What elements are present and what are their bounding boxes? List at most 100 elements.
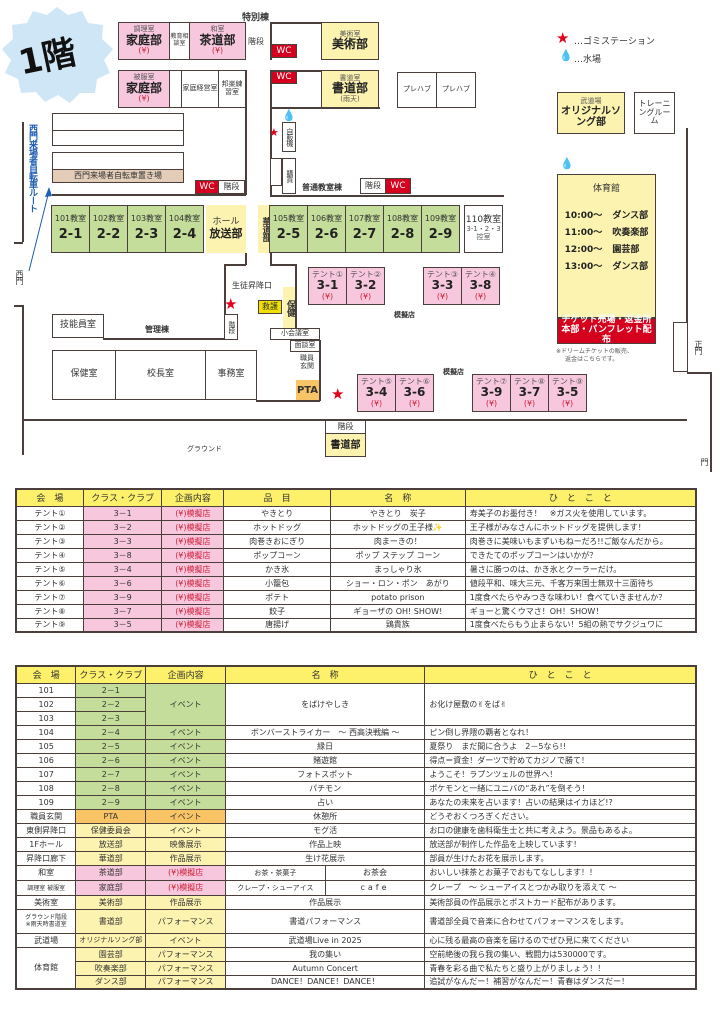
ticket-note-2: 返金はこちらです。 bbox=[565, 356, 619, 363]
table1-cell: ショー・ロン・ポン あがり bbox=[329, 575, 466, 591]
classroom-class: 2-9 bbox=[428, 227, 453, 243]
table2-row: 1Fホール放送部映像展示作品上映放送部が制作した作品を上映しています！ bbox=[15, 836, 697, 852]
gym-time: 11:00〜 bbox=[564, 227, 603, 238]
table2-header: クラス・クラブ bbox=[75, 665, 147, 684]
gym-slot: 11:00〜吹奏楽部 bbox=[564, 227, 649, 239]
table1-cell: テント⑥ bbox=[15, 575, 84, 591]
table2-venue: 体育館 bbox=[15, 946, 77, 990]
classroom-class: 2-7 bbox=[352, 227, 377, 243]
kado-area: 華道部 bbox=[258, 205, 271, 253]
mogiten-label-2: 模擬店 bbox=[443, 368, 464, 376]
stairs-futsu: 階段 bbox=[360, 178, 386, 194]
stairs-kanri: 階段 bbox=[224, 314, 238, 340]
table2-cell: 賭遊館 bbox=[224, 752, 426, 768]
venue-note: ※雨天時書道室 bbox=[25, 921, 67, 928]
bike-area bbox=[52, 130, 184, 146]
table2-cell: 2－7 bbox=[75, 766, 147, 782]
stairs-west: 階段 bbox=[218, 180, 245, 194]
water-drop-icon: 💧 bbox=[560, 157, 574, 170]
tent-class: 3-5 bbox=[556, 385, 579, 400]
room-shokaigi: 小会議室 bbox=[270, 328, 320, 340]
table1-cell: 寿美子のお墨付き！ ※ガス火を使用しています。 bbox=[464, 505, 697, 521]
bike-area bbox=[52, 152, 184, 170]
tent-name: テント④ bbox=[464, 269, 497, 279]
table2-header: 会 場 bbox=[15, 665, 77, 684]
seito-shokoguchi: 生徒昇降口 bbox=[232, 281, 272, 290]
table2-cell: 作品上映 bbox=[224, 836, 426, 852]
table1-cell: 3－3 bbox=[82, 533, 163, 549]
table1-cell: テント③ bbox=[15, 533, 84, 549]
wc-3: WC bbox=[385, 178, 411, 194]
room-jihanki: 自販機 bbox=[282, 122, 296, 152]
water-drop-icon: 💧 bbox=[282, 109, 296, 122]
table1-cell: (¥)模擬店 bbox=[161, 547, 225, 563]
table1-cell: ギョーと驚くウマさ！OH！SHOW！ bbox=[464, 603, 697, 619]
table2-type: イベント bbox=[145, 682, 226, 726]
hall: ホール放送部 bbox=[206, 205, 246, 253]
table1-cell: 1度食べたらやみつきな味わい！食べていきませんか？ bbox=[464, 589, 697, 605]
table2-venue: 102 bbox=[15, 696, 77, 712]
table2-row: 美術室美術部作品展示作品展示美術部員の作品展示とポストカード配布があります。 bbox=[15, 894, 697, 910]
classroom-number: 101教室 bbox=[54, 214, 87, 224]
water-drop-icon: 💧 bbox=[559, 49, 573, 62]
room-hifuku: 被服室家庭部(¥) bbox=[118, 70, 170, 108]
classroom-class: 2-3 bbox=[134, 227, 159, 243]
table2-cell: 吹奏楽部 bbox=[75, 960, 147, 976]
table1-cell: 3－5 bbox=[82, 617, 163, 633]
table1-header: 会 場 bbox=[15, 488, 84, 507]
mogiten-label-1: 模擬店 bbox=[394, 311, 415, 319]
stairs-tokubetsu: 階段 bbox=[248, 37, 264, 46]
table2-cell: あなたの未来を占います！占いの結果はイカほど!? bbox=[424, 794, 697, 810]
table2-cell: ダンス部 bbox=[75, 974, 147, 990]
legend-water: …水場 bbox=[574, 55, 602, 65]
table2-row: グラウンド階段※雨天時書道室書道部パフォーマンス書道パフォーマンス書道部全員で音… bbox=[15, 908, 697, 934]
tent-name: テント① bbox=[311, 269, 344, 279]
room-hogaku: 邦楽練習室 bbox=[218, 70, 246, 108]
table2-cell: イベント bbox=[145, 780, 226, 796]
table2-class: 2－2 bbox=[75, 696, 147, 712]
stairs-ground: 階段 bbox=[325, 420, 366, 434]
table2-cell: 夏祭り まだ間に合うよ 2－5なら!! bbox=[424, 738, 697, 754]
table2-name-b: cafe bbox=[360, 882, 390, 892]
table1-cell: (¥)模擬店 bbox=[161, 589, 225, 605]
table2-cell: ボンバーストライカー ～ 西高決戦編 ～ bbox=[224, 724, 426, 740]
table2-cell: 武道場 bbox=[15, 932, 77, 948]
table1-cell: 3－4 bbox=[82, 561, 163, 577]
table2-cell: 作品展示 bbox=[145, 850, 226, 866]
table2-cell: 昇降口廊下 bbox=[15, 850, 77, 866]
classroom-number: 105教室 bbox=[272, 214, 305, 224]
table1-cell: ホットドッグ bbox=[223, 519, 331, 535]
table2-cell: どうぞおくつろぎください。 bbox=[424, 808, 697, 824]
table2-cell: 放送部 bbox=[75, 836, 147, 852]
table2-cell: 心に残る最高の音楽を届けるのでぜひ見に来てください bbox=[424, 932, 697, 948]
kyugo: 救護 bbox=[258, 300, 282, 314]
table2-name-split: お茶・茶菓子お茶会 bbox=[226, 865, 424, 880]
table2-cell: フォトスポット bbox=[224, 766, 426, 782]
table2-cell: 2－5 bbox=[75, 738, 147, 754]
table1-header: 品 目 bbox=[223, 488, 331, 507]
classroom-number: 109教室 bbox=[424, 214, 457, 224]
table2-cell: 華道部 bbox=[75, 850, 147, 866]
table2-cell: ポケモンと一緒にユニバの“あれ”を倒そう！ bbox=[424, 780, 697, 796]
room-kyoiku: 教育相談室 bbox=[169, 22, 190, 60]
table1-header: クラス・クラブ bbox=[82, 488, 163, 507]
table1-cell: ホットドッグの王子様✨ bbox=[329, 519, 466, 535]
table2-venue: 調理室 被服室 bbox=[15, 879, 77, 896]
tent-name: テント③ bbox=[426, 269, 459, 279]
